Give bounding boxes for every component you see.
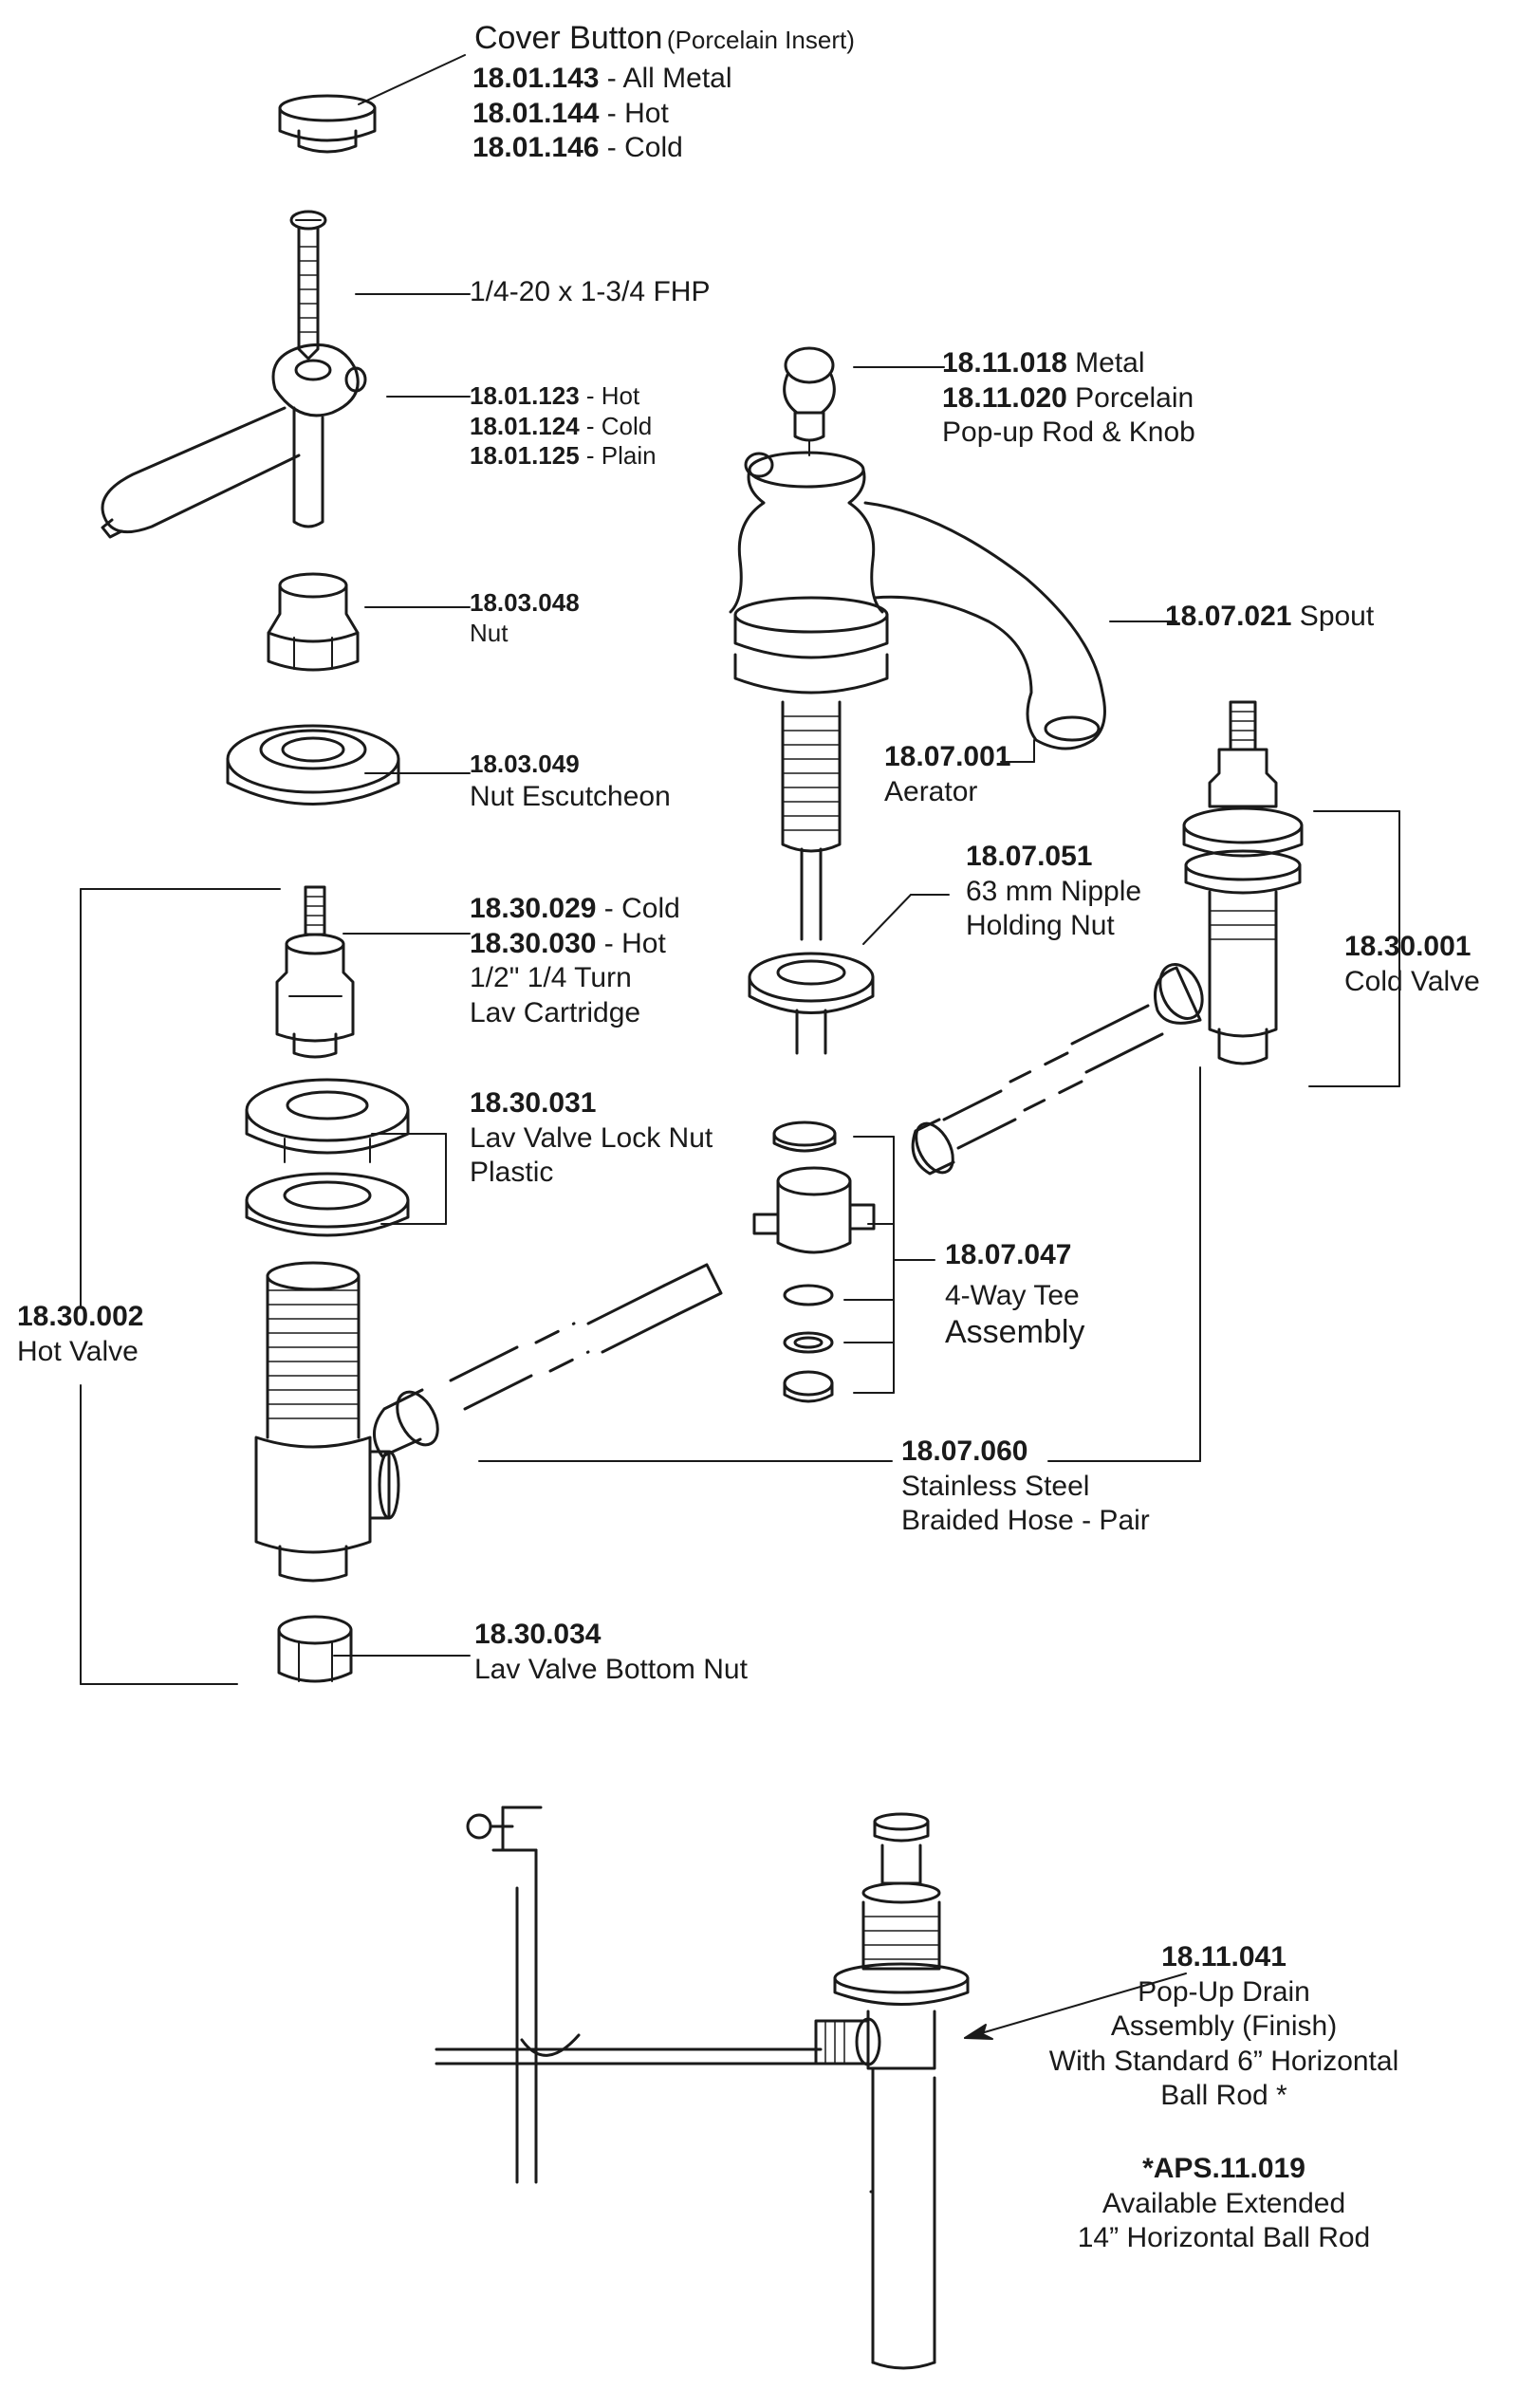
popup-knob-part <box>783 346 836 456</box>
lock-nut-part <box>245 1078 410 1163</box>
lav-cartridge-part <box>275 885 355 1059</box>
screw-label: 1/4-20 x 1-3/4 FHP <box>470 276 711 307</box>
hot-hose-part <box>373 1263 723 1458</box>
leader-lines <box>80 54 1400 2040</box>
plastic-washer-part <box>245 1172 410 1237</box>
holding-nut-label: 18.07.051 63 mm Nipple Holding Nut <box>966 841 1142 942</box>
lever-handle-part <box>101 343 367 539</box>
cold-valve-label: 18.30.001 Cold Valve <box>1344 931 1480 997</box>
bottom-nut-part <box>277 1615 353 1683</box>
handle-label: 18.01.123 - Hot 18.01.124 - Cold 18.01.1… <box>470 381 657 471</box>
cold-valve-part <box>1154 700 1304 1065</box>
cover-button-parts: 18.01.143 - All Metal 18.01.144 - Hot 18… <box>472 63 732 164</box>
cover-button-part <box>278 94 377 154</box>
cartridge-label: 18.30.029 - Cold 18.30.030 - Hot 1/2" 1/… <box>470 893 680 1028</box>
four-way-tee-part <box>752 1121 876 1403</box>
screw-part <box>289 210 327 361</box>
aerator-label: 18.07.001 Aerator <box>884 741 1011 807</box>
nut-escutcheon-part <box>226 724 400 806</box>
hot-valve-body-part <box>254 1261 400 1583</box>
extended-rod-label: *APS.11.019 Available Extended 14” Horiz… <box>1077 2153 1371 2254</box>
lock-nut-label: 18.30.031 Lav Valve Lock Nut Plastic <box>470 1087 713 1189</box>
hose-label: 18.07.060 Stainless Steel Braided Hose -… <box>901 1436 1150 1537</box>
holding-nut-part <box>748 952 875 1055</box>
hot-valve-label: 18.30.002 Hot Valve <box>17 1301 144 1367</box>
cold-hose-part <box>911 1004 1164 1176</box>
nut-label: 18.03.048 Nut <box>470 588 580 647</box>
spout-body-part <box>729 451 1106 941</box>
spout-label: 18.07.021 Spout <box>1165 601 1375 632</box>
popup-linkage-part <box>435 1806 823 2184</box>
popup-drain-label: 18.11.041 Pop-Up Drain Assembly (Finish)… <box>1048 1941 1399 2112</box>
tee-label: 18.07.047 4-Way Tee Assembly <box>945 1239 1085 1351</box>
popup-rod-label: 18.11.018 Metal 18.11.020 Porcelain Pop-… <box>942 347 1195 449</box>
escutcheon-label: 18.03.049 Nut Escutcheon <box>470 750 671 812</box>
cover-button-label: Cover Button (Porcelain Insert) <box>474 20 855 56</box>
popup-drain-part <box>814 1812 970 2370</box>
bottom-nut-label: 18.30.034 Lav Valve Bottom Nut <box>474 1619 748 1685</box>
nut-part <box>267 572 360 672</box>
